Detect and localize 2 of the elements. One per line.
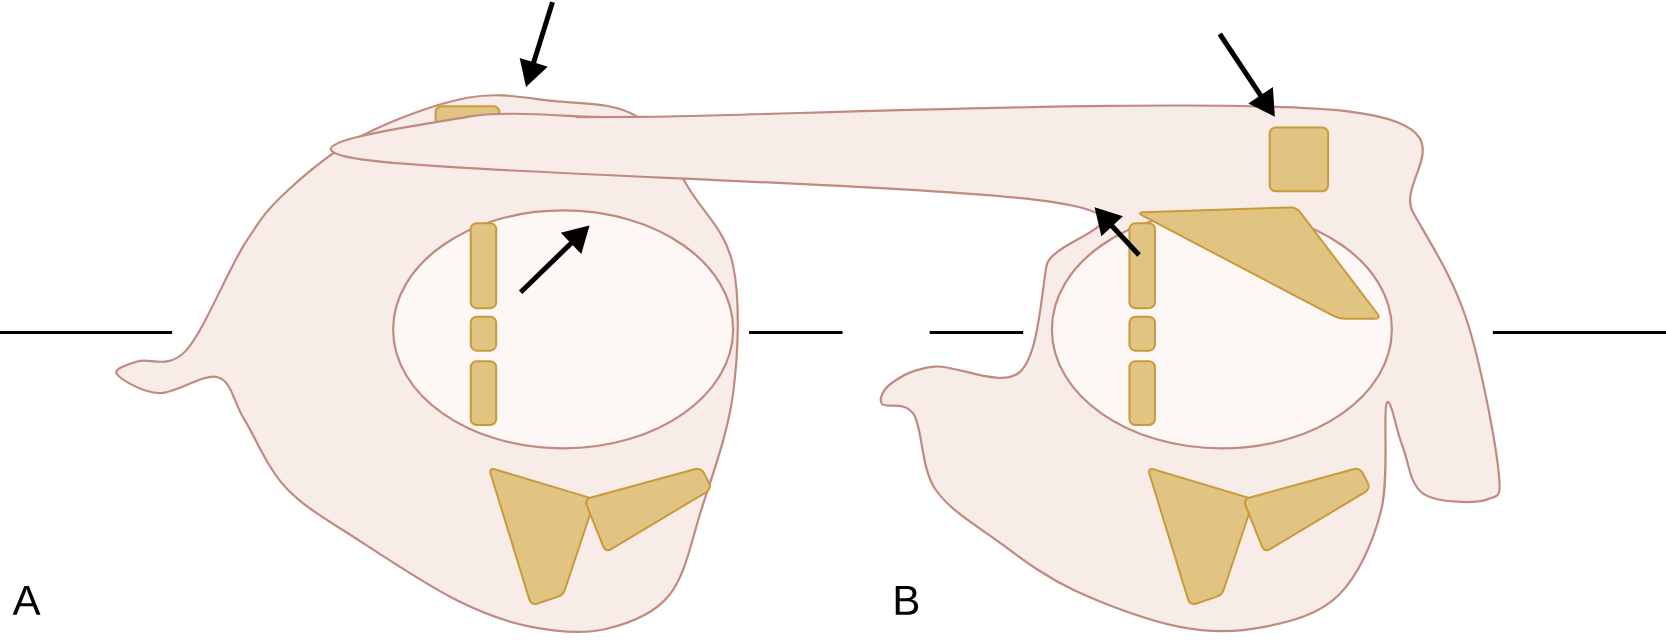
panel-label: B <box>895 586 919 615</box>
panel-label: A <box>12 586 41 615</box>
